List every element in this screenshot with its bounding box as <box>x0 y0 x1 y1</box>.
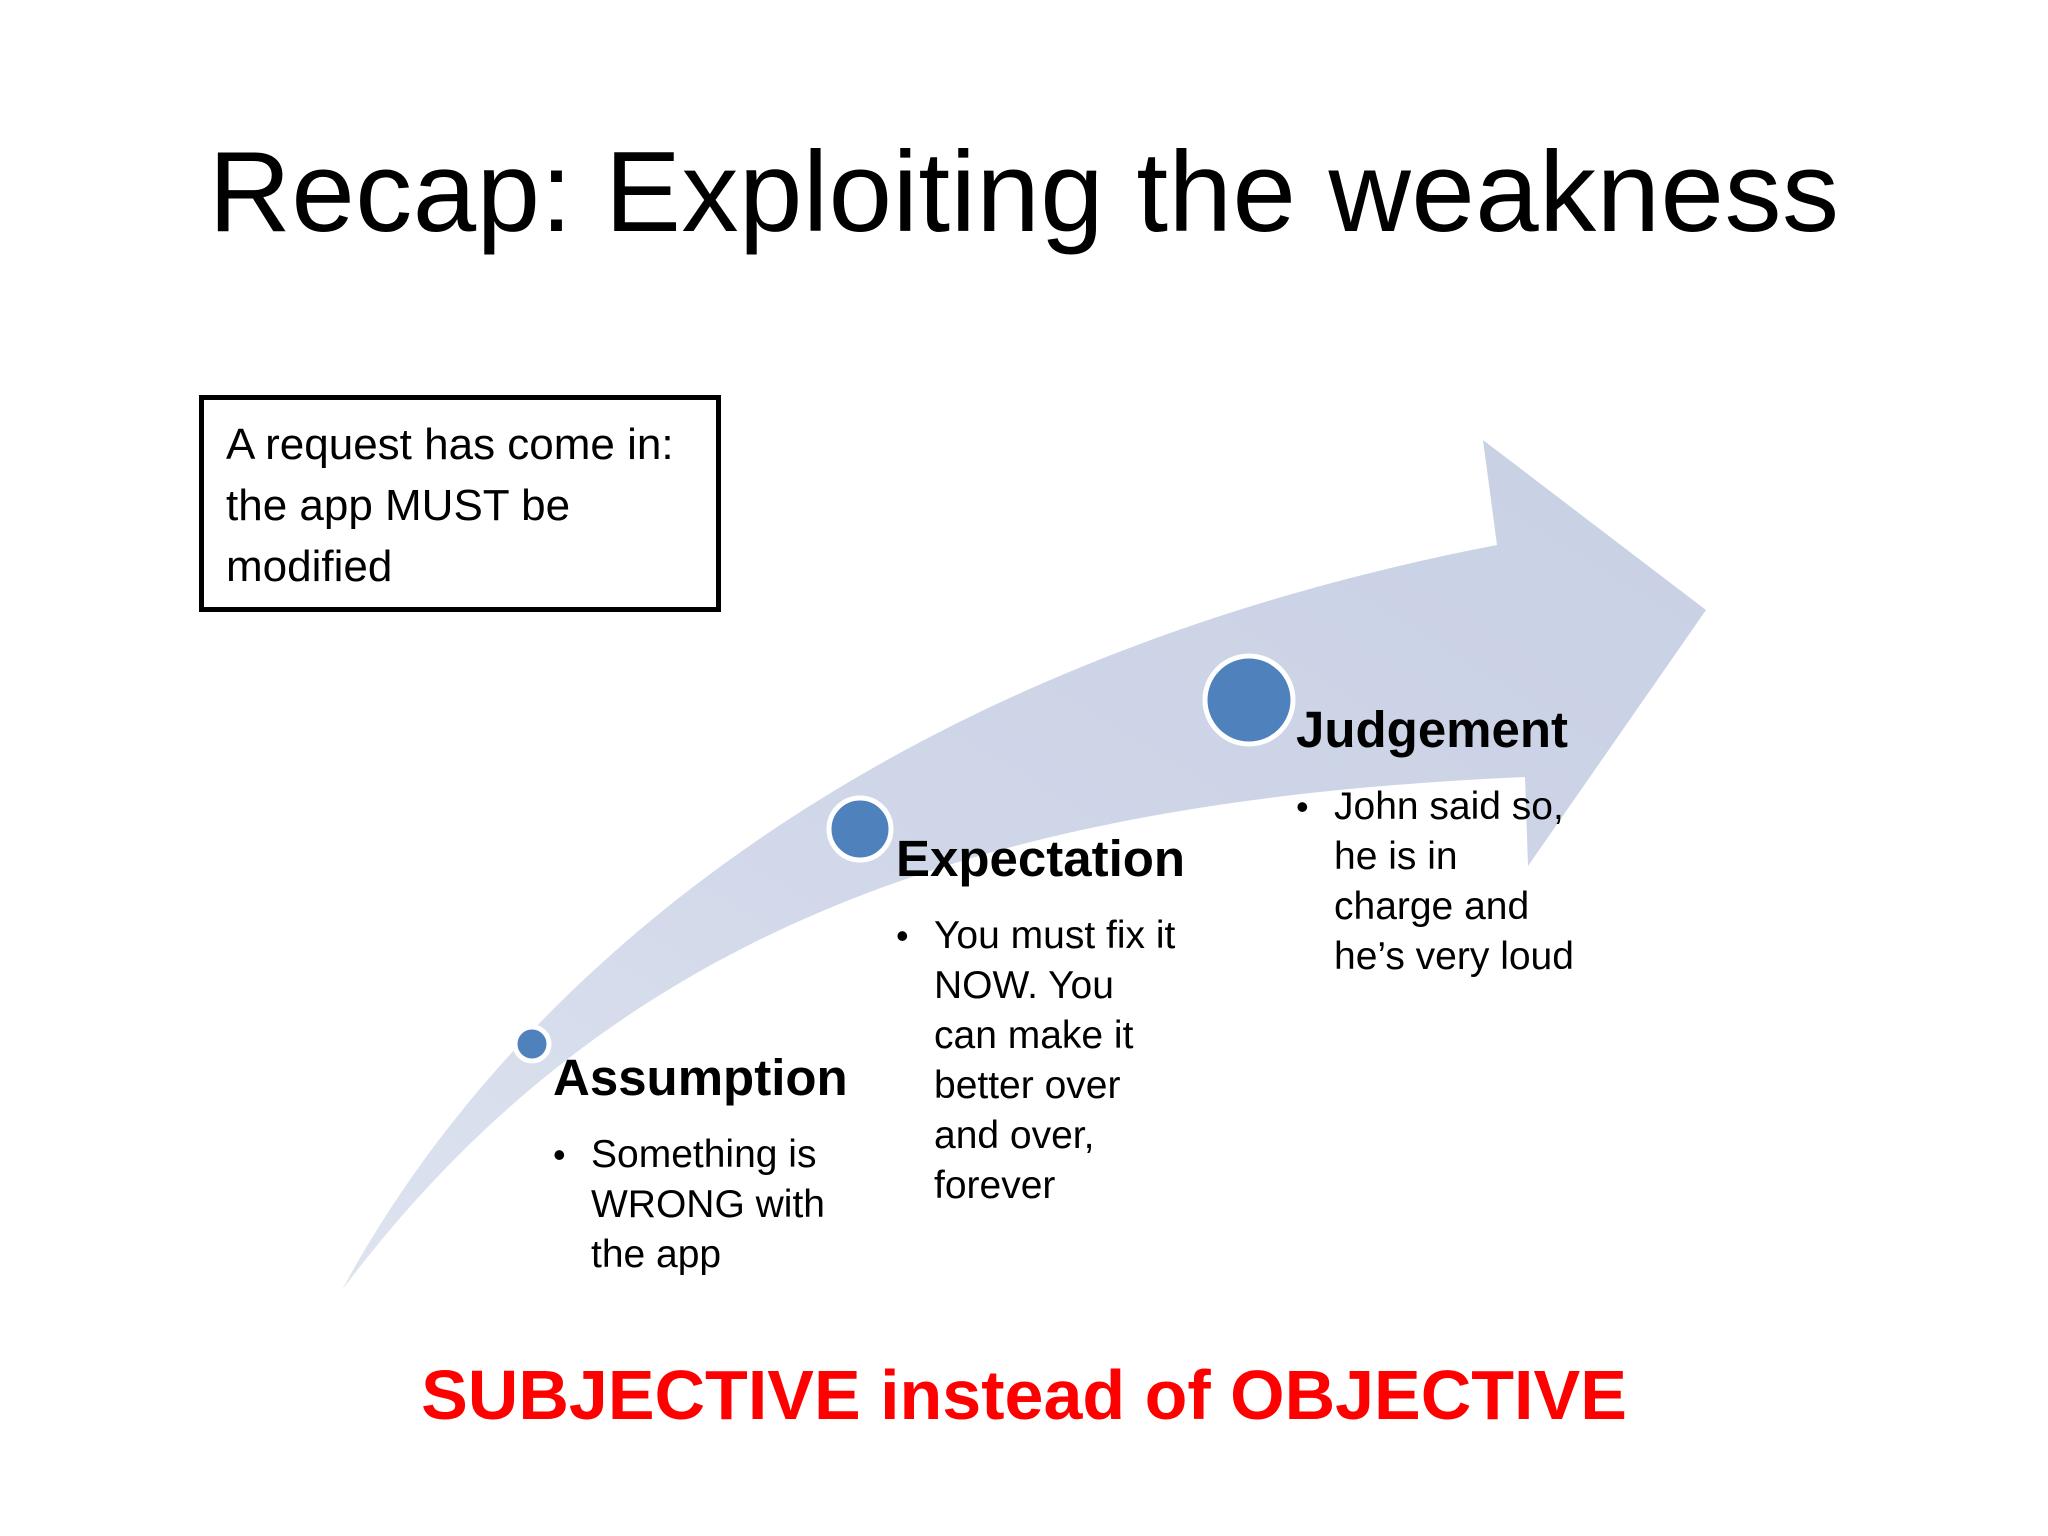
assumption-marker-icon <box>512 1024 552 1064</box>
expectation-marker-icon <box>826 795 894 863</box>
stage-heading-assumption: Assumption <box>553 1049 848 1106</box>
bullet-icon: • <box>896 915 909 956</box>
stage-bullet-judgement: • John said so, he is in charge and he’s… <box>1296 782 1584 982</box>
stage-bullet-assumption: • Something is WRONG with the app <box>553 1130 861 1280</box>
stage-bullet-expectation: • You must fix it NOW. You can make it b… <box>896 911 1184 1211</box>
stage-expectation: Expectation • You must fix it NOW. You c… <box>896 829 1226 1211</box>
stage-heading-expectation: Expectation <box>896 830 1186 887</box>
judgement-marker-icon <box>1202 653 1296 747</box>
stage-assumption: Assumption • Something is WRONG with the… <box>553 1048 883 1280</box>
request-callout-box: A request has come in: the app MUST be m… <box>199 395 721 612</box>
stage-bullet-text-expectation: You must fix it NOW. You can make it bet… <box>934 914 1176 1207</box>
slide-title: Recap: Exploiting the weakness <box>208 129 1840 256</box>
bullet-icon: • <box>553 1134 566 1175</box>
stage-bullet-text-judgement: John said so, he is in charge and he’s v… <box>1334 785 1574 978</box>
stage-bullet-text-assumption: Something is WRONG with the app <box>591 1133 825 1276</box>
stage-judgement: Judgement • John said so, he is in charg… <box>1296 700 1626 982</box>
stage-heading-judgement: Judgement <box>1296 701 1569 758</box>
bullet-icon: • <box>1296 786 1309 827</box>
curved-arrow-shape <box>342 440 1706 1290</box>
subjective-objective-footer: SUBJECTIVE instead of OBJECTIVE <box>421 1356 1627 1434</box>
request-callout-text: A request has come in: the app MUST be m… <box>226 420 674 591</box>
